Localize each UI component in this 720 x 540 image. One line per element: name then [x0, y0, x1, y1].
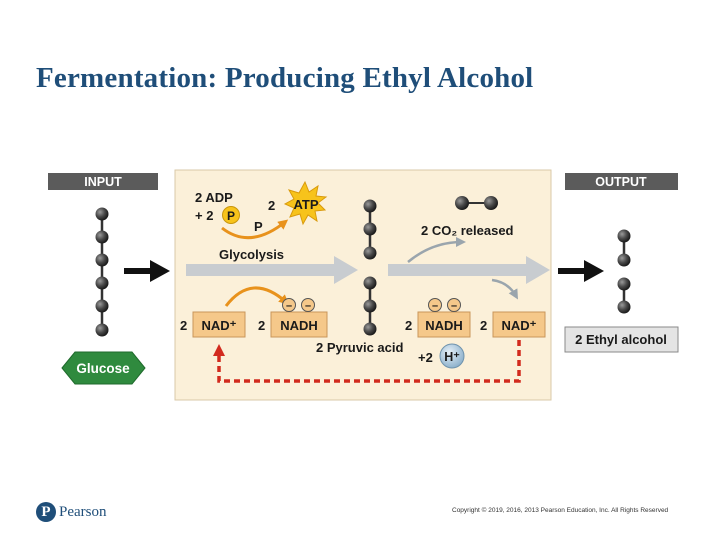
pearson-logo-icon: P [36, 502, 56, 522]
glucose-label: Glucose [61, 351, 146, 385]
nad-regeneration-arrow-icon [491, 278, 518, 300]
input-header-bar [48, 173, 158, 190]
co2-molecules-icon [455, 196, 498, 210]
hydrogen-ion-icon [439, 343, 465, 369]
electron-right-2: – [451, 300, 457, 312]
nad-coefficient-left: 2 [180, 318, 187, 333]
pearson-wordmark: Pearson [59, 503, 107, 520]
electron-left-2: – [305, 300, 311, 312]
glucose-molecule-icon [95, 207, 109, 337]
nad-coefficient-right: 2 [480, 318, 487, 333]
decarboxylation-arrow-icon [388, 256, 550, 284]
hydrogen-label: H⁺ [444, 350, 460, 364]
input-arrow-icon [124, 260, 170, 282]
electron-pair-right-icon [428, 298, 461, 312]
ethyl-alcohol-molecule-bottom-icon [617, 277, 631, 314]
pearson-logo: P Pearson [36, 502, 107, 522]
glucose-text: Glucose [76, 361, 130, 376]
glycolysis-label: Glycolysis [219, 247, 284, 262]
adp-label: 2 ADP [195, 190, 233, 205]
atp-formation-arrow-icon [221, 219, 289, 240]
output-label-box [564, 326, 679, 353]
nadh-formation-arrow-icon [224, 286, 290, 307]
nadh-label-left: NADH [280, 318, 318, 333]
pyruvic-acid-label: 2 Pyruvic acid [316, 340, 403, 355]
ethyl-alcohol-label: 2 Ethyl alcohol [575, 332, 667, 347]
nad-recycling-arrow-icon [213, 340, 521, 383]
nad-box-left [192, 311, 246, 338]
input-header-label: INPUT [84, 175, 122, 189]
nad-box-right [492, 311, 546, 338]
atp-star-icon [283, 180, 328, 226]
phosphate-released-label: P [254, 219, 263, 234]
output-header-label: OUTPUT [595, 175, 647, 189]
output-header-bar [565, 173, 678, 190]
nad-label-left: NAD⁺ [201, 318, 236, 333]
slide-title: Fermentation: Producing Ethyl Alcohol [36, 62, 534, 94]
atp-label: ATP [293, 197, 318, 212]
nadh-box-right [417, 311, 471, 338]
phosphate-symbol: P [227, 209, 235, 223]
co2-release-arrow-icon [407, 237, 466, 263]
phosphate-prefix: + 2 [195, 208, 213, 223]
electron-pair-left-icon [282, 298, 315, 312]
nad-label-right: NAD⁺ [501, 318, 536, 333]
atp-coefficient: 2 [268, 198, 275, 213]
ethyl-alcohol-molecule-top-icon [617, 229, 631, 267]
electron-right-1: – [432, 300, 438, 312]
glycolysis-arrow-icon [186, 256, 358, 284]
pyruvate-molecule-bottom-icon [363, 276, 377, 336]
nadh-coefficient-left: 2 [258, 318, 265, 333]
nadh-box-left [270, 311, 328, 338]
nadh-coefficient-right: 2 [405, 318, 412, 333]
hydrogen-prefix: +2 [418, 350, 433, 365]
co2-released-label: 2 CO₂ released [421, 223, 514, 238]
electron-left-1: – [286, 300, 292, 312]
output-arrow-icon [558, 260, 604, 282]
copyright-notice: Copyright © 2019, 2016, 2013 Pearson Edu… [452, 507, 669, 514]
nadh-label-right: NADH [425, 318, 463, 333]
pyruvate-molecule-top-icon [363, 199, 377, 260]
phosphate-icon [222, 206, 240, 224]
